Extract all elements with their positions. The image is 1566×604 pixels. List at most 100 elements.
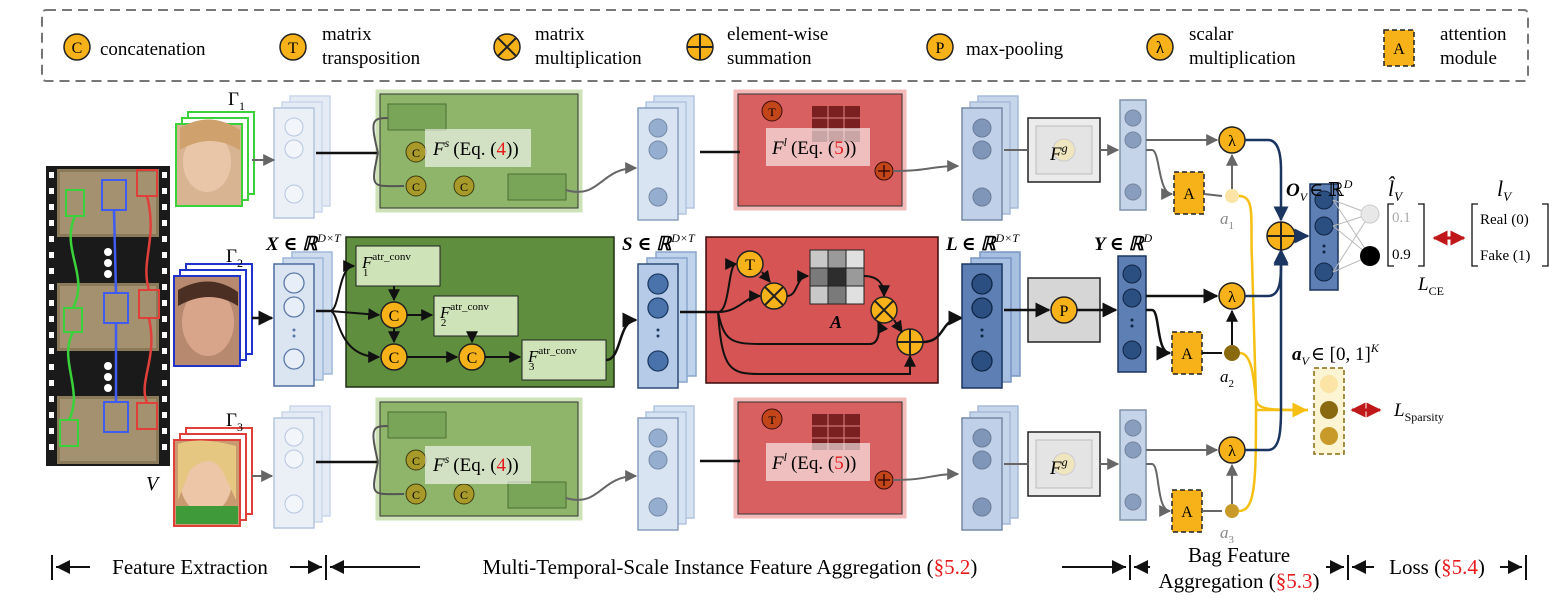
red-block-row1: T Fl(Eq. (5)) bbox=[700, 89, 907, 211]
lambda-icon bbox=[1146, 33, 1174, 61]
feature-S-row3 bbox=[637, 405, 695, 531]
gamma-3-label: Γ3 bbox=[226, 410, 243, 434]
legend: C concatenation T matrix transposition m… bbox=[41, 9, 1529, 82]
feature-L-row3 bbox=[961, 405, 1019, 531]
attention-icon bbox=[1383, 29, 1415, 67]
feature-X-row1 bbox=[273, 95, 331, 219]
feature-Y bbox=[1117, 255, 1147, 373]
svg-text:A: A bbox=[1183, 186, 1195, 203]
attention-module-2: A a2 bbox=[1146, 308, 1240, 390]
legend-label: max-pooling bbox=[966, 39, 1064, 60]
svg-text:T: T bbox=[768, 105, 776, 119]
legend-item-attention: A attention module bbox=[1383, 24, 1507, 69]
svg-text:T: T bbox=[768, 413, 776, 427]
pred-value-fake: 0.9 bbox=[1392, 247, 1411, 263]
concat-icon bbox=[63, 33, 91, 61]
pool-box: P bbox=[1004, 277, 1118, 343]
svg-text:A: A bbox=[1181, 504, 1193, 521]
concat-symbol: C bbox=[72, 40, 83, 57]
matmul-op bbox=[870, 296, 898, 324]
legend-label: module bbox=[1440, 48, 1497, 69]
transpose-icon bbox=[279, 33, 307, 61]
legend-label: matrix bbox=[322, 24, 372, 45]
svg-text:C: C bbox=[412, 454, 420, 468]
video-label: V bbox=[146, 473, 161, 495]
a2-label: a2 bbox=[1220, 367, 1234, 390]
lambda-symbol: λ bbox=[1156, 38, 1165, 57]
legend-label: concatenation bbox=[100, 39, 206, 60]
feature-Y-row3 bbox=[1119, 409, 1147, 521]
a-vector-label: aV∈ [0, 1]K bbox=[1292, 341, 1380, 368]
label-fake: Fake (1) bbox=[1480, 248, 1530, 264]
Fg-label: Fg bbox=[1049, 455, 1068, 479]
ground-truth: Real (0) Fake (1) lV bbox=[1471, 176, 1549, 267]
label-real: Real (0) bbox=[1480, 212, 1529, 228]
feature-S bbox=[637, 251, 697, 389]
stage-mts: Multi-Temporal-Scale Instance Feature Ag… bbox=[483, 555, 978, 579]
legend-label: transposition bbox=[322, 48, 421, 69]
sum-op-bag bbox=[1266, 221, 1310, 251]
pool-symbol: P bbox=[936, 40, 945, 57]
instance-gamma-3: Γ3 bbox=[173, 410, 253, 527]
legend-label: summation bbox=[727, 48, 812, 69]
svg-text:T: T bbox=[745, 257, 755, 274]
feature-L-row1 bbox=[961, 95, 1019, 221]
instance-gamma-2: Γ2 bbox=[173, 246, 253, 367]
svg-text:C: C bbox=[412, 146, 420, 160]
svg-text:A: A bbox=[1181, 346, 1193, 363]
legend-label: attention bbox=[1440, 24, 1507, 45]
svg-text:C: C bbox=[389, 308, 400, 325]
attention-matrix: A bbox=[809, 249, 865, 332]
lambda-op-1: λ bbox=[1146, 126, 1246, 189]
loss-ce-label: LCE bbox=[1417, 274, 1444, 298]
transpose-symbol: T bbox=[288, 40, 298, 57]
O-label: OV∈ ℝD bbox=[1286, 177, 1353, 204]
legend-item-scalar: λ scalar multiplication bbox=[1146, 24, 1296, 69]
svg-text:C: C bbox=[389, 350, 400, 367]
Fs-label: Fs(Eq. (4)) bbox=[432, 452, 519, 476]
green-block-row1: C C C Fs(Eq. (4)) bbox=[316, 89, 583, 213]
legend-label: matrix bbox=[535, 24, 585, 45]
pred-value-real: 0.1 bbox=[1392, 210, 1411, 226]
legend-label: multiplication bbox=[1189, 48, 1296, 69]
Fg-box-row3: Fg bbox=[1004, 431, 1120, 497]
gamma-1-label: Γ1 bbox=[228, 89, 245, 113]
prediction-vector: 0.1 0.9 l̂V bbox=[1387, 176, 1425, 267]
legend-label: scalar bbox=[1189, 24, 1234, 45]
svg-text:C: C bbox=[412, 180, 420, 194]
feature-Y-row1 bbox=[1119, 99, 1147, 211]
instance-gamma-1: Γ1 bbox=[175, 89, 255, 207]
stage-feature-extraction: Feature Extraction bbox=[112, 555, 268, 579]
Fg-label: Fg bbox=[1049, 141, 1068, 165]
red-block-row3: T Fl(Eq. (5)) bbox=[700, 397, 907, 519]
svg-text:C: C bbox=[460, 180, 468, 194]
S-label: S ∈ ℝD×T bbox=[622, 231, 696, 255]
attention-vector bbox=[1313, 367, 1345, 455]
Fs-label: Fs(Eq. (4)) bbox=[432, 136, 519, 160]
video-filmstrip: V bbox=[46, 166, 170, 495]
gamma-2-label: Γ2 bbox=[226, 246, 243, 270]
svg-text:λ: λ bbox=[1228, 443, 1236, 460]
loss-sparsity-label: LSparsity bbox=[1393, 400, 1444, 424]
feature-L bbox=[961, 251, 1021, 389]
legend-item-summation: element-wise summation bbox=[686, 24, 828, 69]
a3-label: a3 bbox=[1220, 523, 1235, 546]
matmul-icon bbox=[493, 33, 521, 61]
l-true-label: lV bbox=[1497, 176, 1513, 204]
svg-text:λ: λ bbox=[1228, 133, 1236, 150]
svg-text:C: C bbox=[412, 488, 420, 502]
X-label: X ∈ ℝD×T bbox=[265, 231, 342, 255]
legend-label: multiplication bbox=[535, 48, 642, 69]
svg-text:C: C bbox=[467, 350, 478, 367]
pool-icon bbox=[926, 33, 954, 61]
a1-label: a1 bbox=[1220, 209, 1234, 232]
sum-icon bbox=[686, 33, 714, 61]
red-block-main: T A bbox=[680, 236, 964, 384]
lambda-op-2: λ bbox=[1146, 282, 1246, 345]
feature-X bbox=[273, 251, 333, 387]
stage-bag-line2: Aggregation (§5.3) bbox=[1159, 569, 1320, 593]
